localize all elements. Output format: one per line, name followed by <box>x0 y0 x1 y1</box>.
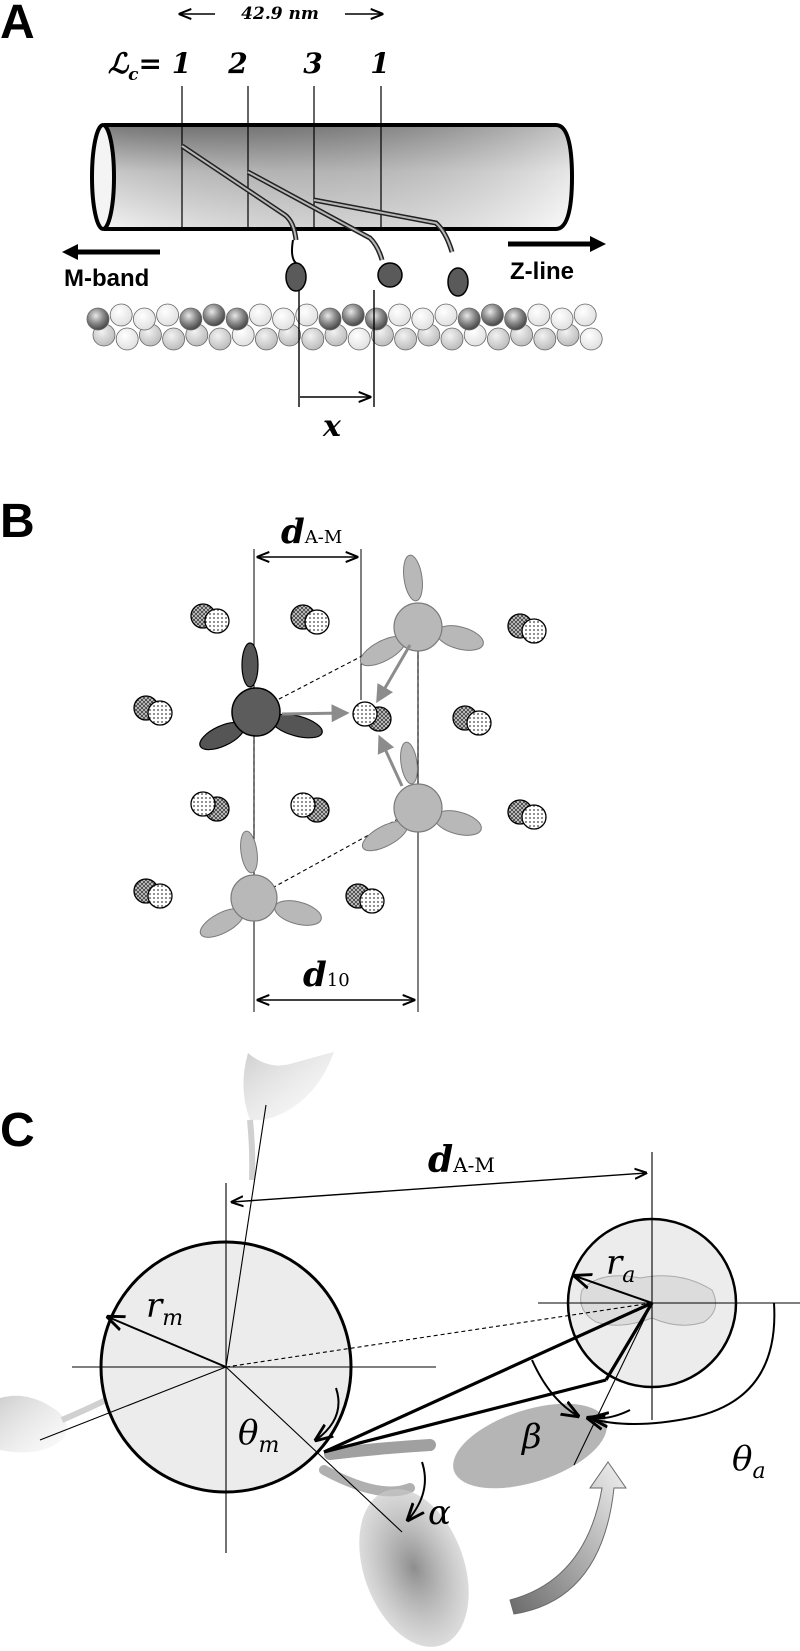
x-label: x <box>322 409 342 444</box>
actin-bead <box>341 303 365 327</box>
actin-bead <box>347 327 371 351</box>
c-r-m-label: rm <box>146 1286 183 1331</box>
c-theta-m-label: θm <box>238 1413 279 1458</box>
actin-bead <box>202 303 226 327</box>
actin-filament <box>86 303 603 351</box>
thick-filament-cylinder <box>90 123 575 231</box>
actin-bead <box>208 327 232 351</box>
c-r-a-arrow <box>575 1276 653 1304</box>
m-band-label: M-band <box>64 265 149 292</box>
actin-bead <box>533 327 557 351</box>
actin-bead <box>527 303 551 327</box>
c-d-am-label: dA-M <box>428 1139 495 1181</box>
actin-bead <box>364 307 388 331</box>
c-guide-lines <box>39 1104 800 1553</box>
actin-bead <box>225 307 249 331</box>
m-band-arrow <box>62 244 160 260</box>
actin-bead <box>109 303 133 327</box>
c-r-m-arrow <box>108 1317 227 1368</box>
actin-bead <box>434 303 458 327</box>
crossbridge-3 <box>313 197 469 297</box>
c-myosin-head-lower <box>319 1465 469 1647</box>
actin-bead <box>301 327 325 351</box>
panel-a-letter: A <box>0 0 35 49</box>
crown-label-3: 3 <box>303 47 322 80</box>
c-rotation-arrow <box>509 1461 627 1615</box>
x-distance-marker <box>298 290 375 407</box>
myosin-filament-light-top <box>359 554 484 667</box>
actin-filament-pairs <box>133 603 547 914</box>
c-beta-arc <box>531 1359 578 1416</box>
actin-bead <box>573 303 597 327</box>
actin-pair-circle <box>147 700 173 726</box>
actin-bead <box>248 303 272 327</box>
actin-bead <box>115 327 139 351</box>
myosin-filament-light-bottom <box>199 830 322 938</box>
c-faded-head-left <box>0 1395 112 1453</box>
actin-bead <box>156 303 180 327</box>
actin-bead <box>440 327 464 351</box>
c-r-a-label: ra <box>606 1243 635 1288</box>
actin-bead <box>411 307 435 331</box>
b-d10-label: d10 <box>303 955 350 995</box>
actin-pair-circle <box>359 888 385 914</box>
actin-bead <box>254 327 278 351</box>
actin-bead <box>579 327 603 351</box>
crossbridge-2 <box>246 169 403 288</box>
actin-bead <box>132 307 156 331</box>
crown-markers <box>181 86 382 229</box>
b-force-arrows <box>281 644 412 787</box>
panel-b: B dA-M <box>0 495 547 1012</box>
actin-bead <box>504 307 527 331</box>
actin-bead <box>550 307 574 331</box>
actin-pair-circle <box>304 609 330 635</box>
actin-bead <box>480 303 504 327</box>
actin-bead <box>272 307 296 331</box>
actin-pair-circle <box>352 701 378 727</box>
actin-bead <box>457 307 481 331</box>
actin-bead <box>486 327 510 351</box>
actin-pair-circle <box>290 792 316 818</box>
panel-b-letter: B <box>0 495 35 548</box>
z-line-arrow <box>508 236 606 252</box>
spacing-label: 42.9 nm <box>241 4 319 24</box>
c-theta-a-arc <box>588 1302 776 1424</box>
actin-pair-circle <box>204 608 230 634</box>
c-geometry-lines <box>323 1301 654 1454</box>
b-d-am-label: dA-M <box>281 512 342 552</box>
c-theta-m-arc <box>316 1387 340 1440</box>
actin-bead <box>179 307 203 331</box>
c-myosin-head-upper <box>324 1403 607 1489</box>
panel-c-letter: C <box>0 1104 35 1157</box>
actin-pair-circle <box>521 618 547 644</box>
c-d-am-arrow <box>232 1173 646 1202</box>
crown-symbol: ℒc= 1 <box>108 47 191 85</box>
actin-pair-circle <box>147 883 173 909</box>
c-alpha-label: α <box>428 1493 451 1533</box>
actin-bead <box>388 303 412 327</box>
myosin-filament-light-mid <box>361 741 482 852</box>
c-center-dashed-line <box>225 1302 653 1368</box>
c-beta-label: β <box>520 1417 542 1457</box>
actin-pair-circle <box>466 710 492 736</box>
crown-label-2: 2 <box>227 47 247 80</box>
actin-pair-circle <box>190 791 216 817</box>
crown-label-1b: 1 <box>370 47 389 80</box>
actin-bead <box>162 327 186 351</box>
c-theta-a-label: θa <box>732 1439 766 1484</box>
z-line-label: Z-line <box>510 258 574 285</box>
actin-bead <box>86 307 110 331</box>
c-alpha-arc <box>408 1461 426 1520</box>
actin-pair-circle <box>521 804 547 830</box>
actin-bead <box>394 327 418 351</box>
actin-bead <box>295 303 319 327</box>
b-lattice-dashes <box>253 626 419 899</box>
crossbridge-1 <box>180 143 307 292</box>
myosin-filament-dark <box>199 642 323 751</box>
panel-c: C <box>0 1052 800 1647</box>
actin-bead <box>318 307 342 331</box>
panel-a: A 42.9 nm ℒc= 1 2 3 1 <box>0 0 606 444</box>
